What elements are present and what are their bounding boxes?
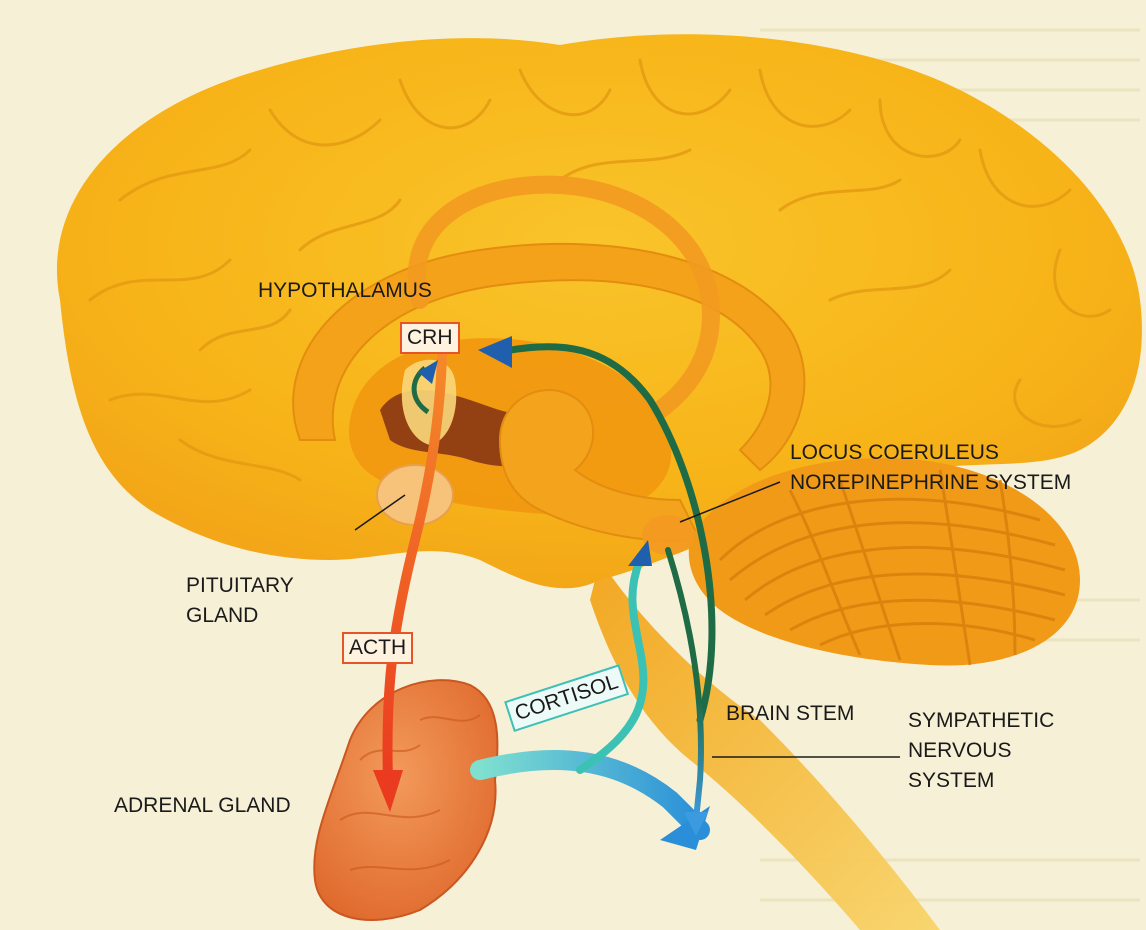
- locus-coeruleus-label-line2: NOREPINEPHRINE SYSTEM: [790, 471, 1072, 494]
- sympathetic-arrow: [665, 547, 704, 823]
- ne-to-crh-arrow: [496, 343, 716, 724]
- sympathetic-label-line1: SYMPATHETIC: [908, 709, 1055, 732]
- crh-label: CRH: [400, 322, 460, 354]
- hypothalamus-label: HYPOTHALAMUS: [258, 279, 432, 302]
- pituitary-label-line1: PITUITARY: [186, 574, 294, 597]
- brain-stem-label: BRAIN STEM: [726, 702, 855, 725]
- crh-loop-arrowhead: [418, 360, 438, 384]
- pituitary-gland-shape: [376, 464, 454, 526]
- fornix-arc: [407, 175, 720, 419]
- acth-arrow-line: [382, 350, 447, 785]
- adrenal-gland-label: ADRENAL GLAND: [114, 794, 291, 817]
- sympathetic-label-line3: SYSTEM: [908, 769, 995, 792]
- cerebellum-folia: [718, 469, 1066, 666]
- adrenal-texture: [339, 714, 481, 871]
- brain-stem-shape: [590, 560, 940, 930]
- locus-coeruleus-spot: [642, 515, 694, 555]
- cerebrum-shape: [56, 34, 1142, 589]
- gyri-lines: [88, 58, 1112, 482]
- ne-to-crh-arrowhead: [478, 336, 512, 368]
- cortisol-feedback-arrowhead: [628, 540, 652, 566]
- cerebellum-shape: [688, 458, 1080, 666]
- cortisol-band: [470, 750, 710, 840]
- sympathetic-arrowhead: [684, 812, 708, 836]
- cortisol-feedback-arrow: [576, 556, 648, 774]
- midbrain-shape: [498, 389, 702, 542]
- sympathetic-label-line2: NERVOUS: [908, 739, 1012, 762]
- leader-lines: [354, 481, 900, 758]
- adrenal-gland-shape: [313, 679, 499, 921]
- acth-label: ACTH: [342, 632, 414, 664]
- locus-coeruleus-label-line1: LOCUS COERULEUS: [790, 441, 999, 464]
- acth-arrowhead: [373, 770, 403, 812]
- pituitary-label-line2: GLAND: [186, 604, 259, 627]
